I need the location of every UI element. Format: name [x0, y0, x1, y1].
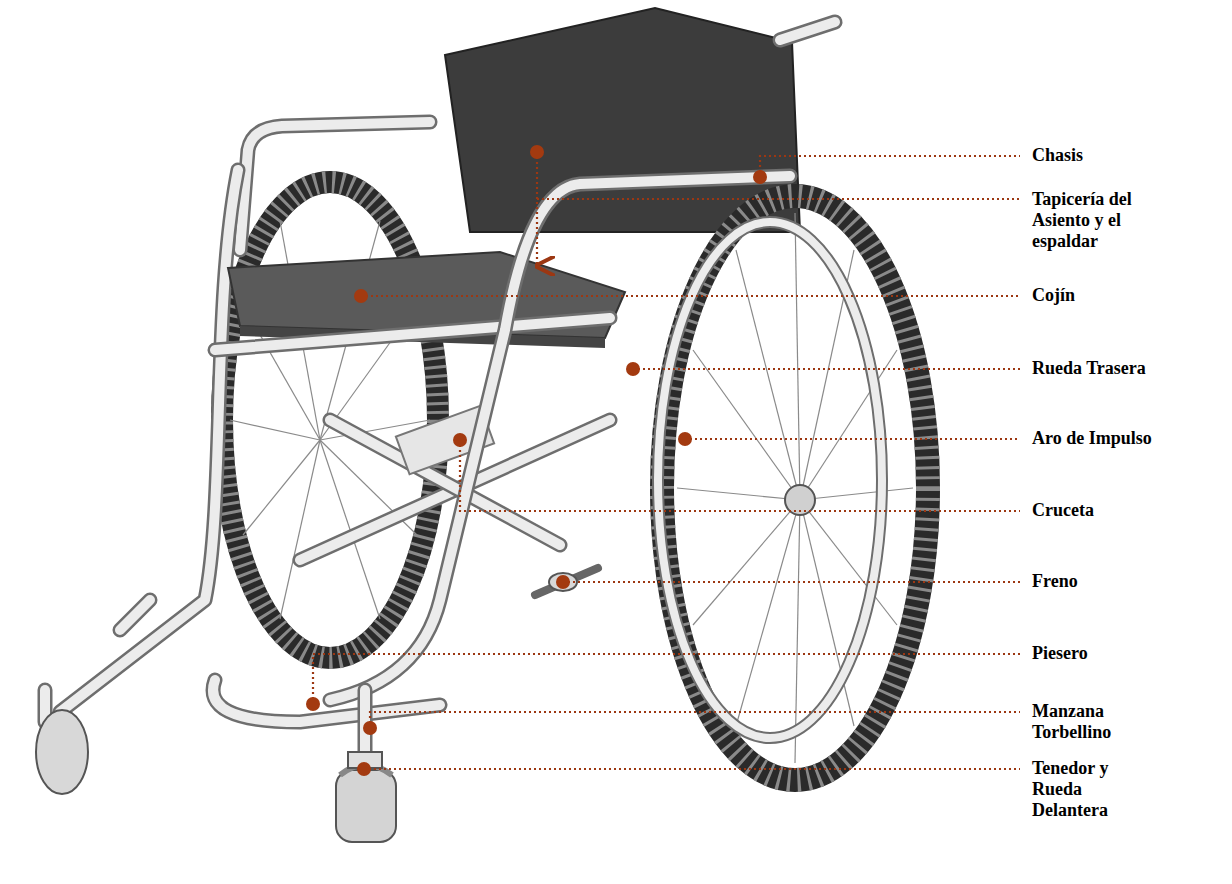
- part-label: Rueda Trasera: [1032, 358, 1222, 379]
- part-label: Aro de Impulso: [1032, 428, 1222, 449]
- part-label: Tenedor y Rueda Delantera: [1032, 758, 1132, 821]
- cross-brace: [215, 318, 610, 560]
- part-label: Manzana Torbellino: [1032, 701, 1182, 743]
- leader-lines: [306, 145, 1020, 776]
- front-casters: [36, 690, 396, 842]
- part-label: Chasis: [1032, 145, 1212, 166]
- part-label: Tapicería del Asiento y el espaldar: [1032, 189, 1182, 252]
- hand-rim: [658, 222, 882, 738]
- part-label: Piesero: [1032, 643, 1212, 664]
- far-frame: [60, 122, 430, 712]
- part-label: Cojín: [1032, 285, 1212, 306]
- part-label: Freno: [1032, 571, 1212, 592]
- part-label: Cruceta: [1032, 500, 1212, 521]
